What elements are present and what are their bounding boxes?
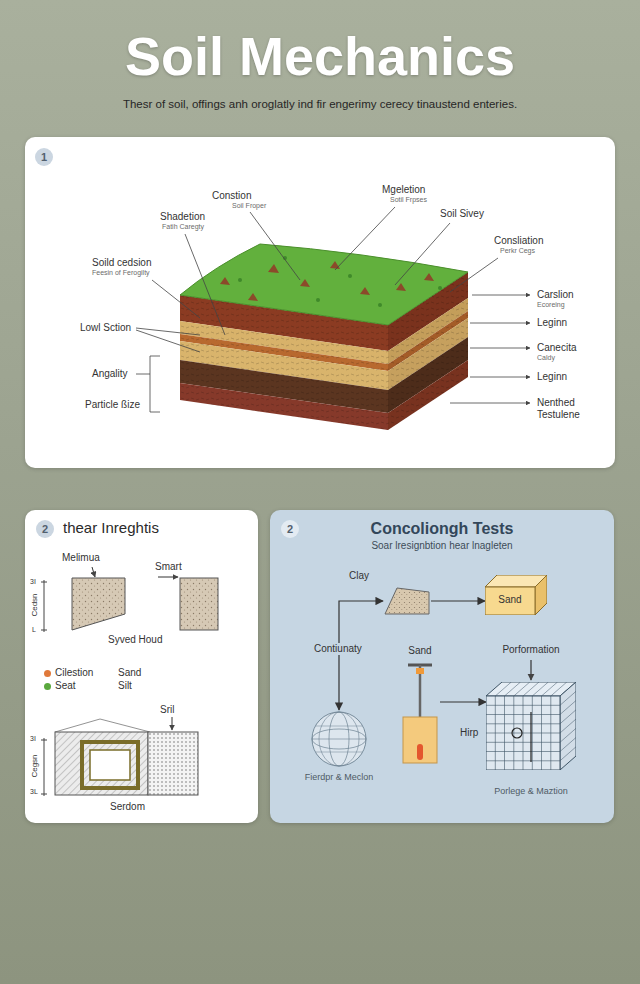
part-label: Melimua (62, 552, 100, 564)
part-label: 3I (30, 578, 36, 586)
part-label: Sril (160, 704, 174, 716)
node-text: Soar lresignbtion hear lnagleten (371, 540, 512, 552)
grid-cube: PorformationHirpPorlege & Maztion (486, 682, 576, 770)
part-label: Sand (118, 667, 141, 679)
part-label: Fatih Caregty (162, 223, 204, 231)
part-label: Serdom (110, 801, 145, 813)
part-label: Shadetion (160, 211, 205, 223)
part-label: Syved Houd (108, 634, 162, 646)
clay-sample: Clay (383, 586, 431, 616)
globe-shape (310, 710, 368, 768)
node-heading: Sand (408, 645, 431, 657)
part-label: Particle ßize (85, 399, 140, 411)
callout-number: 1 (35, 148, 53, 166)
panel: 2 thear Inreghtis (25, 510, 258, 823)
node-text: Concoliongh Tests (371, 519, 514, 538)
part-label: Cegsn (30, 754, 40, 777)
legend-swatch (44, 670, 51, 677)
legend-text: Cilestion (55, 667, 93, 679)
node-text: Porlege & Maztion (494, 786, 568, 797)
shear-box-sketch (41, 567, 218, 796)
node-heading: Sand (485, 594, 535, 606)
panel: 1 (25, 137, 615, 468)
part-label: Angality (92, 368, 128, 380)
part-label: Consliation (494, 235, 543, 247)
part-label: Nenthed (537, 397, 575, 409)
part-label: Soild cedsion (92, 257, 151, 269)
part-label: Testulene (537, 409, 580, 421)
title: Soil Mechanics (0, 24, 640, 89)
part-label: Mgeletion (382, 184, 425, 196)
node-heading: Porformation (502, 644, 559, 656)
test-arrow (531, 660, 532, 680)
part-label: Leginn (537, 371, 567, 383)
node-text: Hirp (460, 727, 478, 739)
part-label: 3L (30, 788, 38, 796)
part-label: Constion (212, 190, 251, 202)
penetrometer-shape (400, 662, 440, 766)
part-label: 3I (30, 735, 36, 743)
part-label: Sotil Frpses (390, 196, 427, 204)
node-heading: Clay (349, 570, 369, 582)
part-label: Soil Sivey (440, 208, 484, 220)
connector (339, 601, 383, 710)
connector (440, 701, 486, 702)
part-label: L (32, 626, 36, 634)
part-label: Carslion (537, 289, 574, 301)
callout-number: 2 (36, 520, 54, 538)
part-label: Contiunaty (312, 643, 364, 655)
connector (431, 600, 485, 601)
legend-text: Seat (55, 680, 76, 692)
part-label: Feesin of Ferogilty (92, 269, 150, 277)
part-label: Canecita (537, 342, 576, 354)
soil-block (180, 244, 468, 430)
node-heading: Fierdpr & Meclon (305, 772, 374, 783)
subtitle: Thesr of soil, offings anh oroglatly ind… (123, 98, 517, 112)
leader-line (136, 207, 530, 412)
legend-swatch (44, 683, 51, 690)
part-label: Cedsn (30, 593, 40, 616)
panel: 2 Concoliongh TestsSoar lresignbtion hear… (270, 510, 614, 823)
part-label: Caldy (537, 354, 555, 362)
part-label: Silt (118, 680, 132, 692)
globe: Fierdpr & Meclon (310, 710, 368, 768)
part-label: Leginn (537, 317, 567, 329)
part-label: Ecoreing (537, 301, 565, 309)
part-label: Perkr Cegs (500, 247, 535, 255)
clay-sample-shape (383, 586, 431, 616)
part-label: Soil Froper (232, 202, 266, 210)
sand-block: Sand (485, 575, 547, 615)
part-label: Lowl Sction (80, 322, 131, 334)
grid-cube-shape (486, 682, 576, 770)
part-label: Smart (155, 561, 182, 573)
node-text: thear Inreghtis (63, 519, 159, 537)
callout-number: 2 (281, 520, 299, 538)
penetrometer: Sand (400, 662, 440, 766)
